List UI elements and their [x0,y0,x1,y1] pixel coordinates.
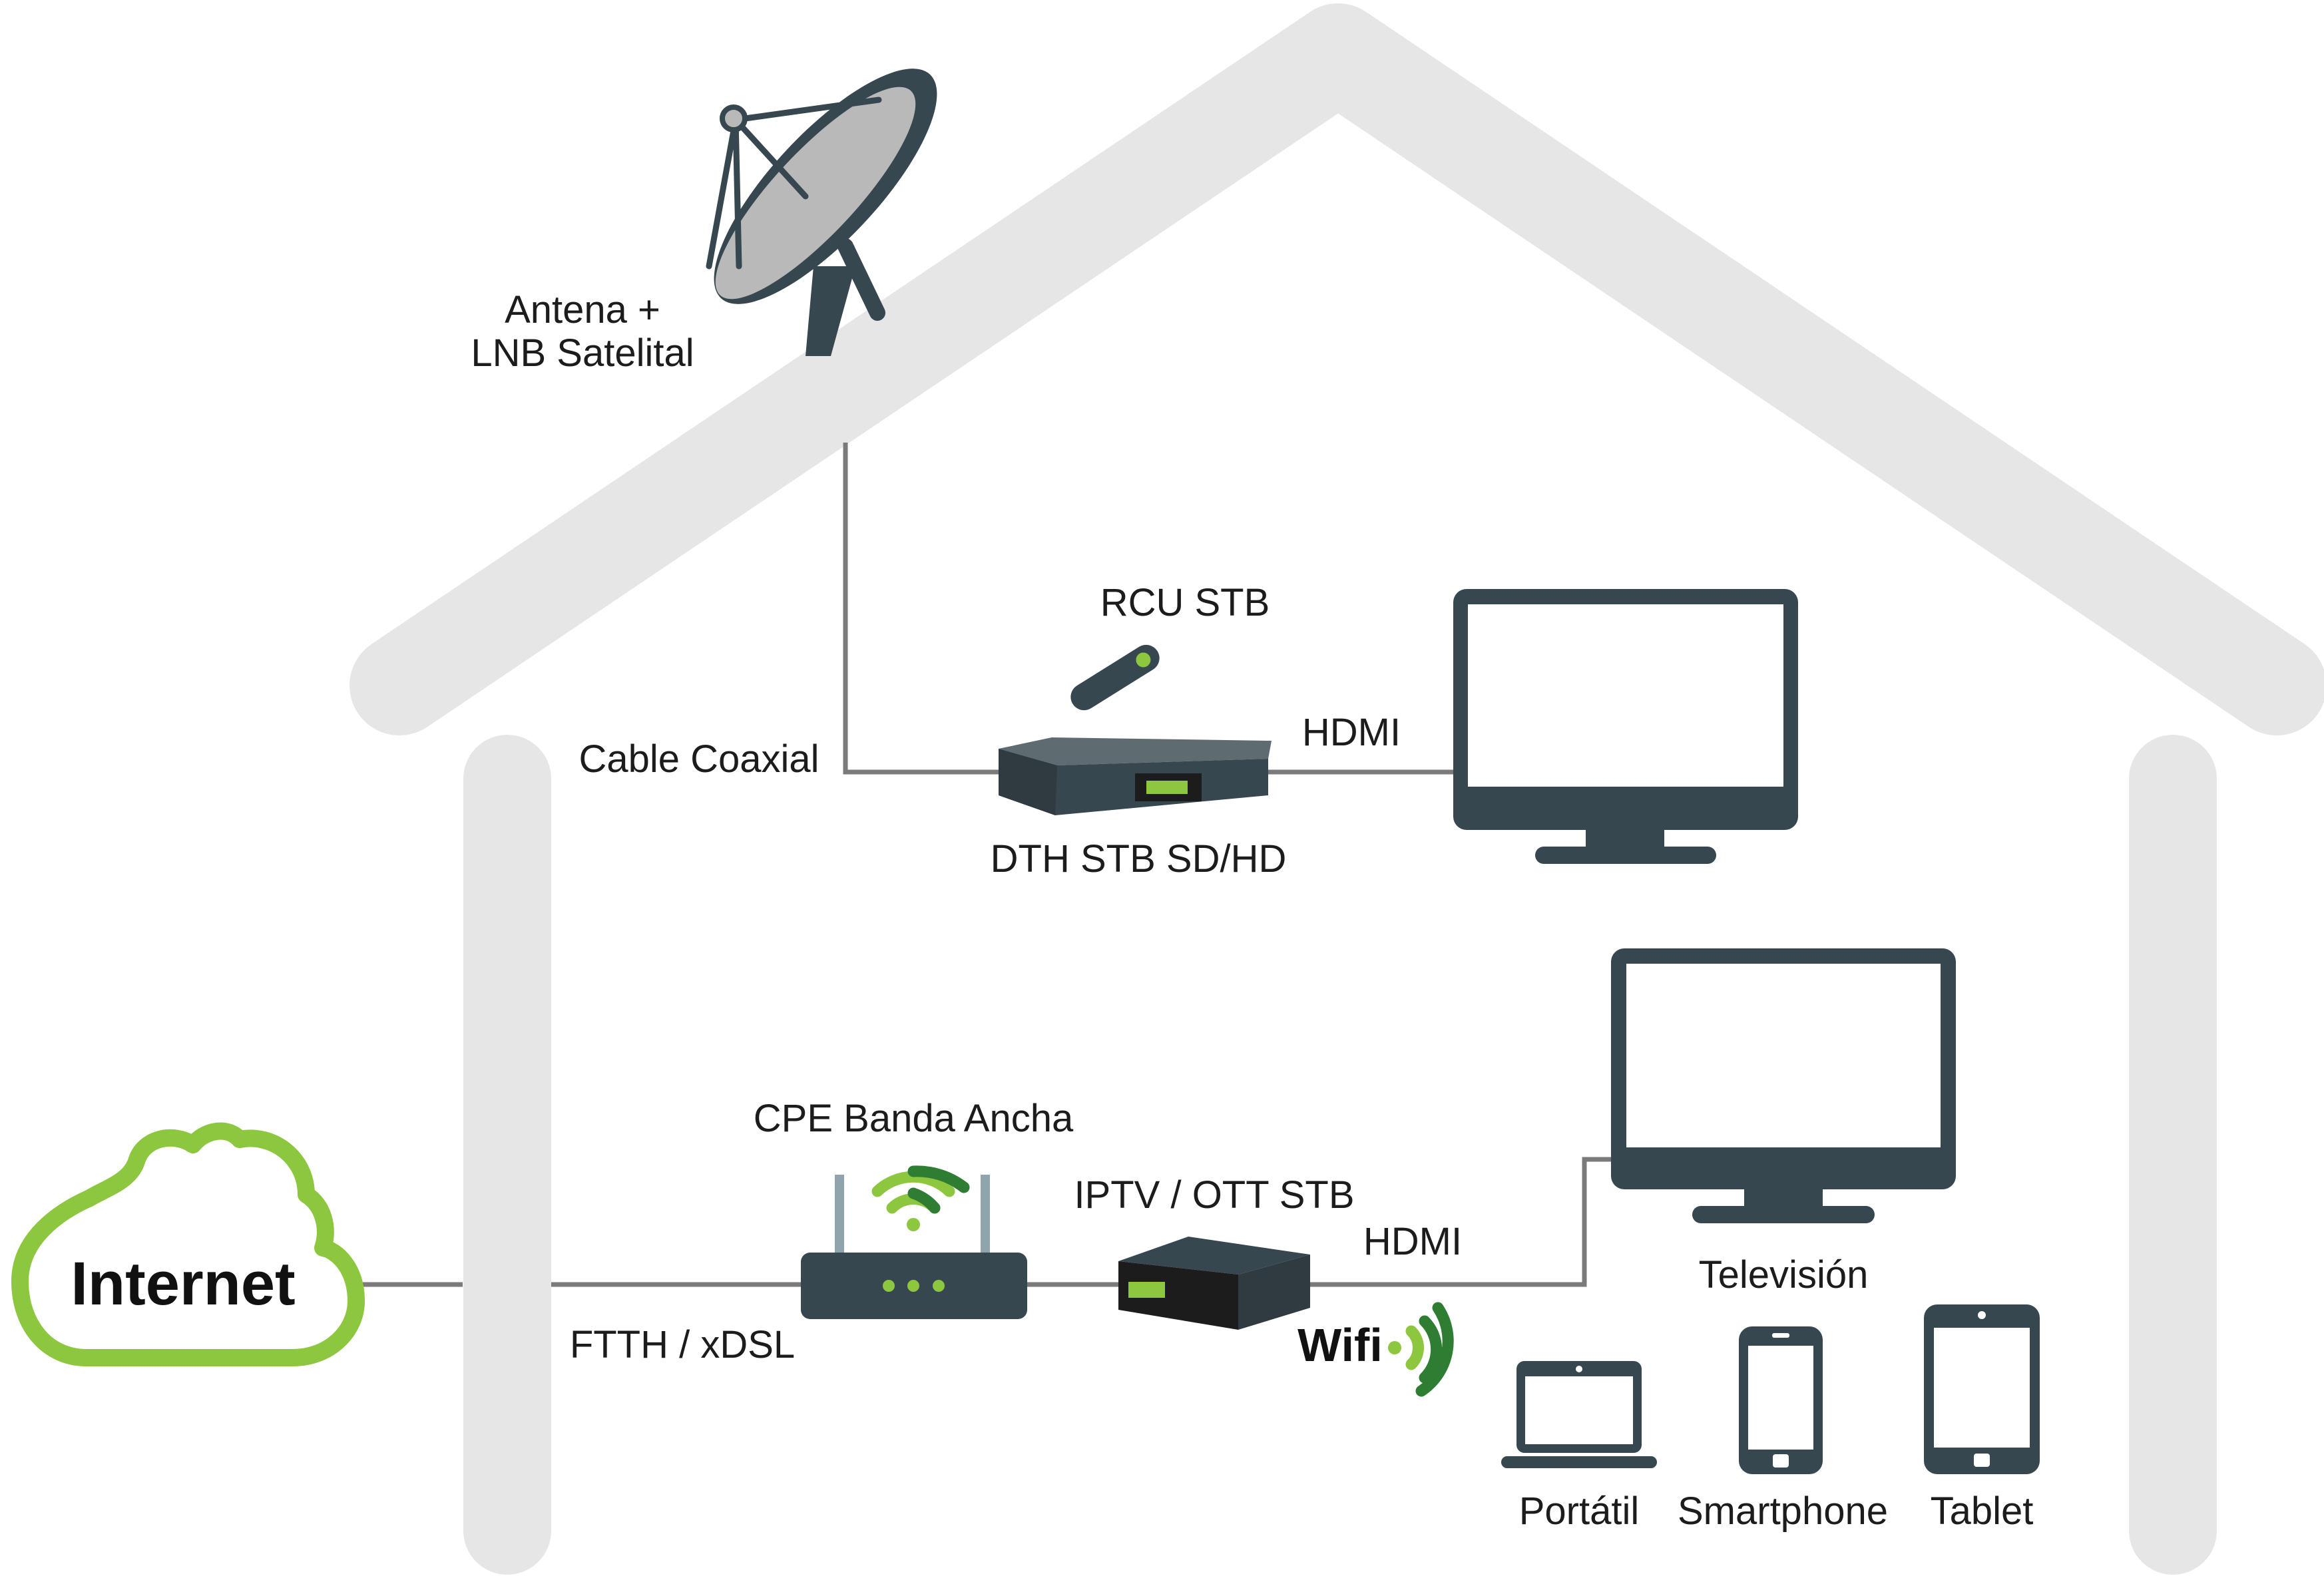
tv-screen [1626,964,1941,1147]
router-antenna-left [835,1175,844,1261]
television-icon [1611,948,1956,1223]
monitor-top-screen [1468,604,1783,787]
label-wifi: Wifi [1297,1319,1383,1371]
iptv-front [1118,1261,1238,1330]
iptv-side [1238,1255,1310,1330]
hdmi-cable-bottom [1310,1157,1614,1287]
satellite-dish-icon [706,69,937,356]
dish-feed-arms [706,97,882,270]
label-cpe: CPE Banda Ancha [754,1097,1074,1140]
house-outline [349,3,2324,1575]
dish-stand-strut [837,238,885,321]
label-ftth: FTTH / xDSL [570,1323,795,1366]
laptop-icon [1501,1361,1657,1468]
cables [359,443,1614,1287]
label-television: Televisión [1699,1253,1869,1296]
wifi-dot [907,1218,920,1231]
wifi-signal-icon [1388,1302,1454,1397]
label-smartphone: Smartphone [1678,1489,1888,1533]
label-cable-coaxial: Cable Coaxial [579,737,819,781]
house-roof [349,3,2324,735]
coaxial-cable [843,443,1002,775]
label-iptv: IPTV / OTT STB [1074,1173,1354,1217]
label-hdmi-top: HDMI [1302,711,1401,754]
stb-side [999,749,1057,815]
router-antenna-right [981,1175,990,1261]
iptv-stb-icon [1118,1237,1310,1330]
label-hdmi-bottom: HDMI [1363,1220,1462,1263]
dish-face [715,87,916,299]
monitor-top-base [1535,847,1716,864]
monitor-icon [1453,589,1798,864]
set-top-box-icon [999,737,1272,815]
tv-base [1692,1206,1875,1223]
label-antenna-line1: Antena + [505,288,660,331]
stb-display-light [1146,781,1188,794]
label-portatil: Portátil [1519,1489,1640,1533]
label-tablet: Tablet [1931,1489,2034,1533]
router-icon [801,1175,1027,1319]
iptv-top [1118,1237,1310,1275]
remote-control-icon [1070,644,1160,711]
label-dth-stb: DTH STB SD/HD [991,837,1287,881]
wifi-icon [871,1165,970,1231]
label-rcu-stb: RCU STB [1100,581,1270,624]
iptv-display [1128,1282,1165,1298]
dish-stand [806,266,855,356]
label-internet: Internet [71,1250,295,1318]
stb-top [999,737,1272,765]
tablet-icon [1924,1304,2040,1474]
lnb-feed [720,104,748,132]
labels: Antena + LNB Satelital Cable Coaxial RCU… [71,288,2033,1533]
cloud-icon [11,1122,365,1366]
label-antenna-line2: LNB Satelital [471,331,694,375]
smartphone-icon [1739,1326,1823,1474]
